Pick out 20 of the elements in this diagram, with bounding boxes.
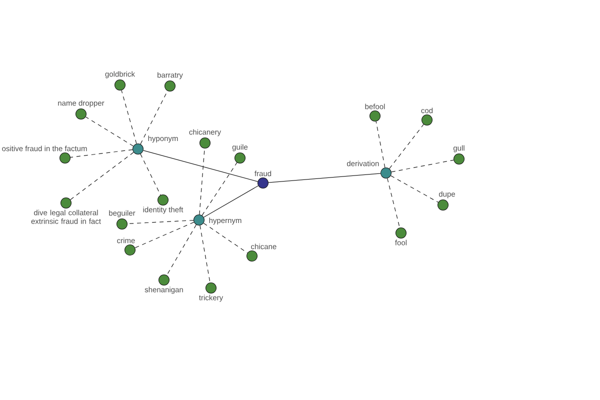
connector-line (127, 220, 194, 224)
connector-line (389, 124, 424, 169)
connector-line (200, 225, 210, 283)
connector-line (376, 121, 386, 168)
connector-line (268, 173, 381, 183)
connector-line (199, 148, 205, 215)
connector-line (85, 116, 134, 146)
connector-line (203, 222, 248, 254)
connector-line (70, 149, 133, 158)
connector-line (166, 224, 197, 276)
connector-line (134, 222, 194, 248)
connector-line (387, 178, 400, 228)
connector-line (143, 150, 258, 182)
connector-line (390, 175, 438, 203)
connector-line (391, 160, 454, 172)
connector-line (121, 90, 137, 144)
connector-line (202, 162, 238, 216)
connector-line (140, 154, 161, 196)
connector-line (70, 152, 134, 200)
connector-line (203, 185, 259, 218)
